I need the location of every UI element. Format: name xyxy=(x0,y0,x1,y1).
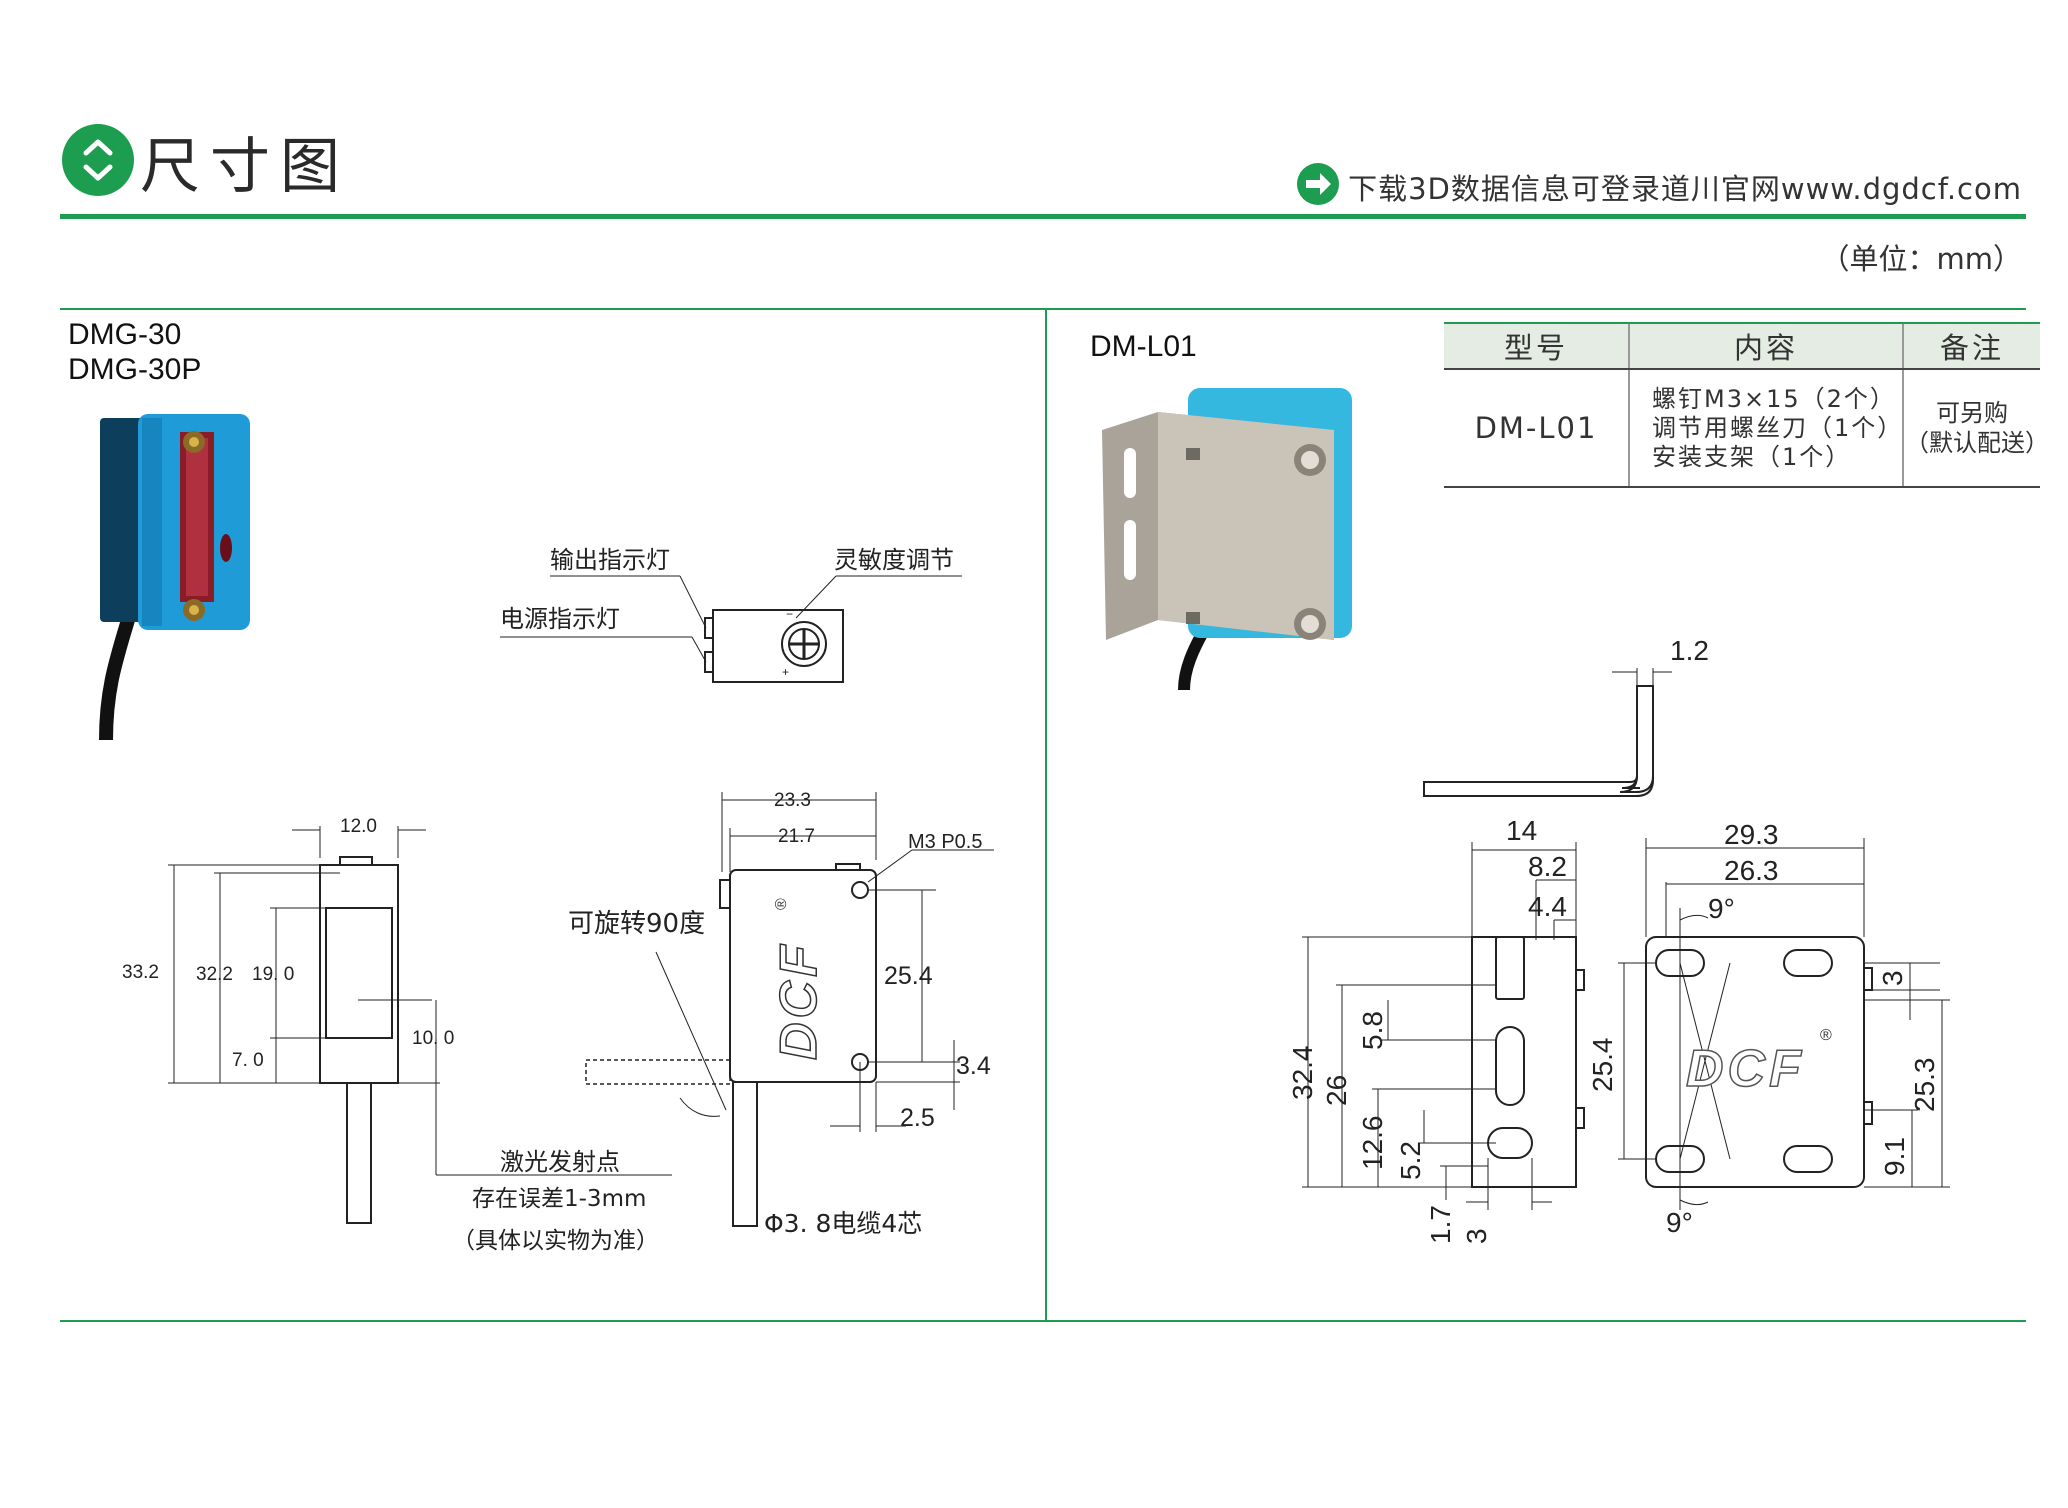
panel-top-border xyxy=(60,308,2026,310)
side-view xyxy=(168,826,672,1224)
content-line-1: 螺钉M3×15（2个） xyxy=(1652,384,1896,413)
svg-text:®: ® xyxy=(773,898,790,910)
label-power-led: 电源指示灯 xyxy=(500,605,620,633)
label-rotatable: 可旋转90度 xyxy=(568,909,705,939)
label-thread: M3 P0.5 xyxy=(908,831,982,853)
dim-angle-bottom: 9° xyxy=(1666,1207,1693,1238)
panel-divider xyxy=(1045,310,1047,1320)
svg-text:DCF: DCF xyxy=(1686,1040,1805,1098)
dim-w4-4: 4.4 xyxy=(1528,891,1567,922)
dim-h3: 3 xyxy=(1877,970,1908,986)
bracket-side-view xyxy=(1302,842,1585,1210)
right-drawings: 1.2 14 8.2 4.4 32.4 xyxy=(1102,388,1950,1244)
dim-front-w1: 23.3 xyxy=(774,790,811,811)
unit-label: （单位：mm） xyxy=(1820,242,2023,276)
table-header-row: 型号 内容 备注 xyxy=(1444,322,2040,370)
model-name-1: DMG-30 xyxy=(68,318,182,351)
label-cable-note: Φ3. 8电缆4芯 xyxy=(764,1209,922,1238)
dim-h25-3: 25.3 xyxy=(1909,1058,1940,1113)
dim-side-h2: 32.2 xyxy=(196,964,233,985)
table-cell-model: DM-L01 xyxy=(1444,369,1629,488)
left-drawings: 输出指示灯 灵敏度调节 电源指示灯 − + 12.0 33.2 32.2 19.… xyxy=(99,414,994,1254)
dim-thickness: 1.2 xyxy=(1670,635,1709,666)
dim-h5-8: 5.8 xyxy=(1357,1011,1388,1050)
dim-front-w2: 21.7 xyxy=(778,826,815,847)
dim-h32-4: 32.4 xyxy=(1287,1046,1318,1101)
dim-side-width: 12.0 xyxy=(340,816,377,837)
remark-line-1: 可另购 xyxy=(1936,399,2008,427)
bracket-photo xyxy=(1102,388,1352,691)
label-emit-point: 激光发射点 xyxy=(500,1148,620,1176)
table-header-remark: 备注 xyxy=(1902,322,2040,370)
table-cell-remark: 可另购 （默认配送） xyxy=(1902,369,2049,488)
dim-front-h2: 3.4 xyxy=(956,1052,991,1080)
dim-front-h3: 2.5 xyxy=(900,1104,935,1132)
table-row: DM-L01 螺钉M3×15（2个） 调节用螺丝刀（1个） 安装支架（1个） 可… xyxy=(1444,369,2049,488)
dim-w29-3: 29.3 xyxy=(1724,819,1779,850)
page-title: 尺寸图 xyxy=(140,132,350,202)
remark-line-2: （默认配送） xyxy=(1905,429,2049,457)
dim-h9-1: 9.1 xyxy=(1879,1137,1910,1176)
brand-mark-front: DCF ® xyxy=(769,898,829,1061)
label-error-note: 存在误差1-3mm xyxy=(472,1186,646,1212)
dim-side-h1: 33.2 xyxy=(122,962,159,983)
dim-w8-2: 8.2 xyxy=(1528,851,1567,882)
dim-side-h3: 19. 0 xyxy=(252,964,294,985)
dim-side-h4: 7. 0 xyxy=(232,1050,264,1071)
header-divider xyxy=(60,214,2026,219)
bracket-front-view xyxy=(1618,838,1950,1210)
dim-w26-3: 26.3 xyxy=(1724,855,1779,886)
section-icon xyxy=(62,124,134,196)
dim-h1-7: 1.7 xyxy=(1425,1205,1456,1244)
content-line-3: 安装支架（1个） xyxy=(1652,442,1852,471)
dim-h26: 26 xyxy=(1321,1075,1352,1106)
model-name-2: DMG-30P xyxy=(68,353,202,386)
table-header-content: 内容 xyxy=(1628,322,1903,370)
dim-h12-6: 12.6 xyxy=(1357,1116,1388,1171)
svg-text:DCF: DCF xyxy=(770,941,828,1060)
dim-h5-2: 5.2 xyxy=(1395,1141,1426,1180)
bracket-model-name: DM-L01 xyxy=(1090,330,1197,363)
label-output-led: 输出指示灯 xyxy=(550,546,670,574)
top-view xyxy=(500,575,962,683)
dim-h25-4: 25.4 xyxy=(1587,1038,1618,1093)
dim-w14: 14 xyxy=(1506,815,1537,846)
panel-bottom-border xyxy=(60,1320,2026,1322)
dim-side-h5: 10. 0 xyxy=(412,1028,454,1049)
download-note: 下载3D数据信息可登录道川官网www.dgdcf.com xyxy=(1348,172,2022,206)
bracket-profile xyxy=(1423,668,1672,797)
dim-angle-top: 9° xyxy=(1708,893,1735,924)
dim-front-h1: 25.4 xyxy=(884,962,933,990)
front-view xyxy=(585,792,994,1227)
dim-w3: 3 xyxy=(1461,1228,1492,1244)
svg-text:®: ® xyxy=(1820,1027,1832,1044)
minus-mark: − xyxy=(786,607,793,621)
arrow-right-icon xyxy=(1297,163,1339,205)
plus-mark: + xyxy=(782,665,789,679)
accessory-table: 型号 内容 备注 DM-L01 螺钉M3×15（2个） 调节用螺丝刀（1个） 安… xyxy=(1444,322,2049,488)
label-sensitivity: 灵敏度调节 xyxy=(834,546,954,574)
table-cell-content: 螺钉M3×15（2个） 调节用螺丝刀（1个） 安装支架（1个） xyxy=(1628,369,1904,488)
brand-mark-bracket: DCF ® xyxy=(1685,1027,1832,1099)
label-actual-note: （具体以实物为准） xyxy=(452,1228,659,1254)
content-line-2: 调节用螺丝刀（1个） xyxy=(1652,413,1904,442)
table-header-model: 型号 xyxy=(1444,322,1629,370)
sensor-photo xyxy=(99,414,250,741)
